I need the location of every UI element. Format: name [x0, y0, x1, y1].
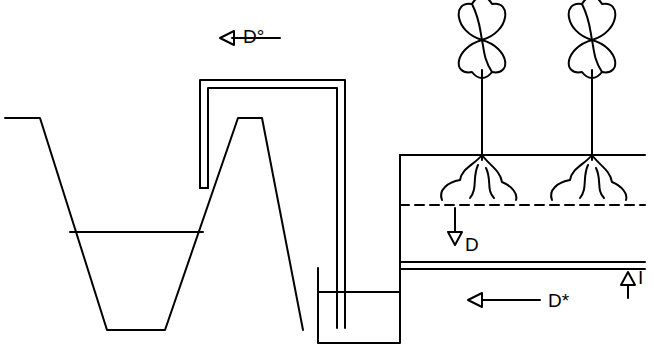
leaf-vein [472, 4, 482, 40]
arrow-head [468, 293, 482, 307]
soil-surface [400, 154, 645, 156]
pipe-outer [200, 80, 345, 328]
stem [591, 70, 593, 160]
root-zone-line [400, 204, 645, 206]
canal-outline [5, 118, 303, 330]
drain-line [400, 261, 645, 263]
arrow-head [621, 272, 635, 285]
leaf [569, 0, 616, 40]
roots [441, 155, 482, 200]
arrow-head [220, 31, 234, 45]
stem [481, 70, 483, 160]
roots [486, 168, 494, 198]
roots [482, 155, 516, 200]
roots [551, 155, 592, 200]
flow-label: D* [548, 291, 569, 310]
leaf-vein [592, 40, 602, 72]
pipe-inner [208, 88, 337, 328]
rise-arrow [627, 285, 629, 298]
flow-label: D [465, 235, 479, 254]
leaf-vein [582, 4, 592, 40]
drain-flow-arrow [482, 299, 540, 301]
drain-line [400, 268, 645, 270]
percolation-arrow [454, 208, 456, 232]
arrow-head [448, 232, 462, 245]
flow-label: I [638, 268, 643, 287]
pipe-end [200, 187, 208, 189]
flow-label: D° [243, 27, 264, 46]
sump-water [318, 291, 400, 293]
roots [470, 165, 478, 198]
sump-outline [318, 155, 400, 343]
plants [441, 0, 626, 200]
roots [580, 165, 588, 198]
roots [596, 168, 604, 198]
leaf [459, 0, 506, 40]
water-level [70, 231, 203, 233]
leaf-vein [482, 40, 492, 72]
roots [592, 155, 626, 200]
